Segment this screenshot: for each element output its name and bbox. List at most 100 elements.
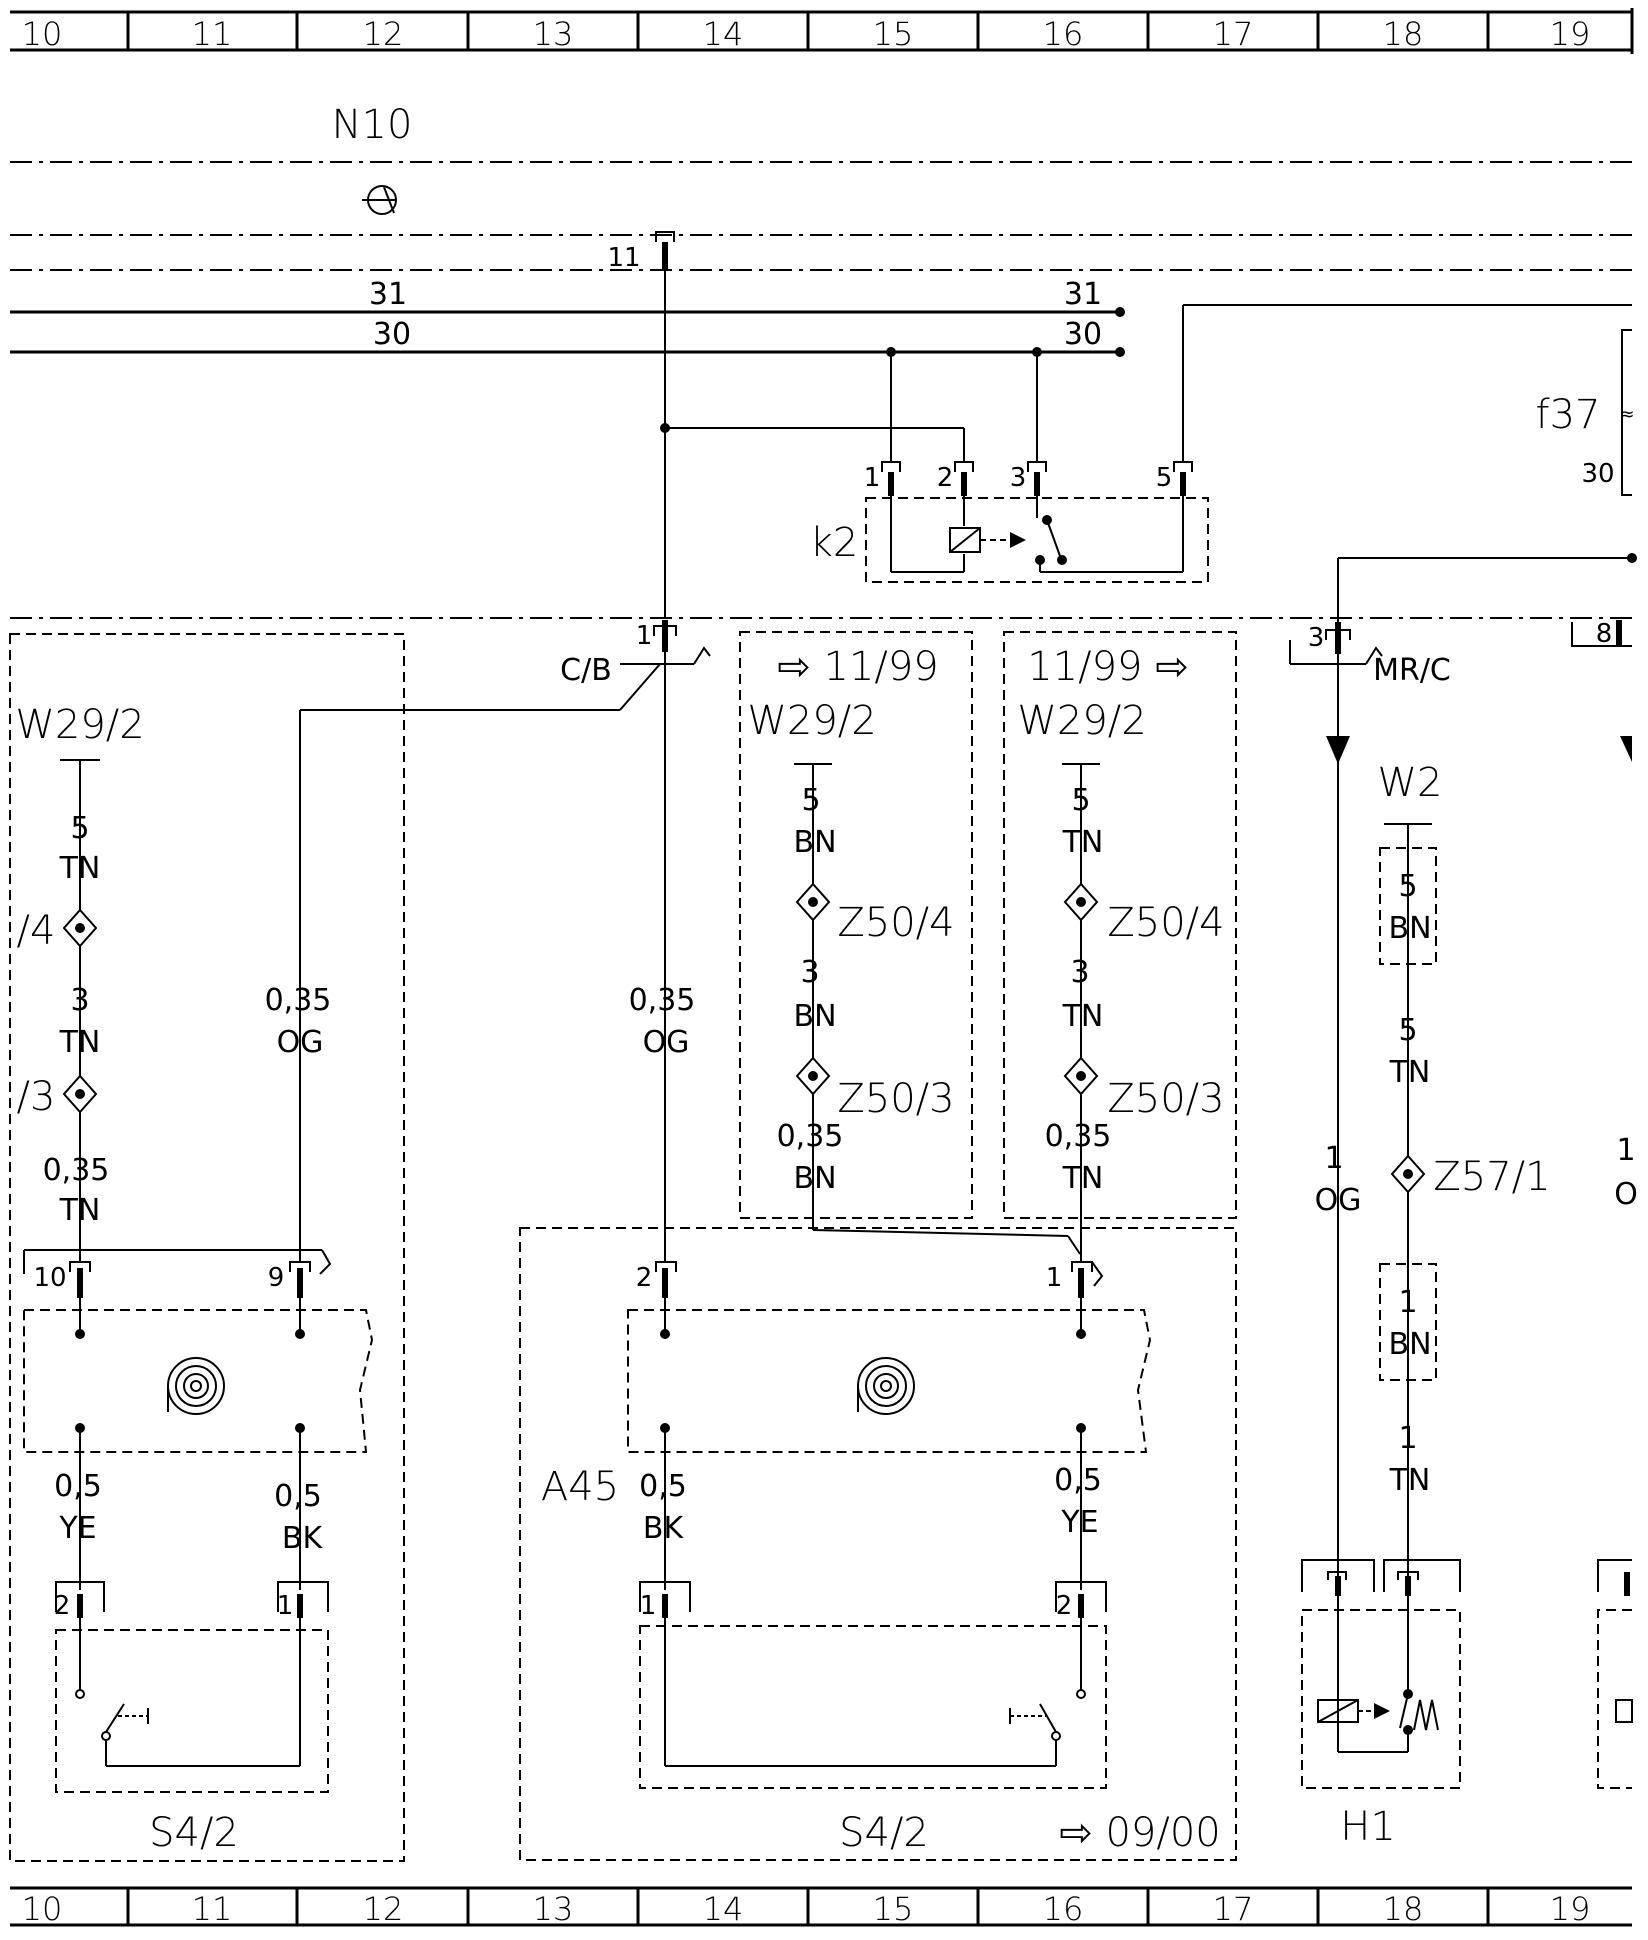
- box-after-splice-1-label: Z50/4: [1107, 900, 1224, 946]
- box-after-splice-2-icon: [1063, 1056, 1099, 1096]
- box-after-color-mid: TN: [1062, 999, 1104, 1034]
- box-before-color-top: BN: [793, 825, 836, 860]
- h1-label: H1: [1340, 1804, 1396, 1850]
- ruler-col-11: 11: [192, 15, 233, 53]
- a45-pin-2-label: 2: [636, 1263, 653, 1293]
- left-out2-color: BK: [282, 1521, 324, 1556]
- ruler-bottom-col-12: 12: [363, 1890, 404, 1928]
- left-sw-pin-a: 2: [54, 1591, 71, 1621]
- box-before-pin-mid: 3: [800, 955, 819, 990]
- h1-wire1-size: 1: [1324, 1141, 1343, 1176]
- box-before-color-mid: BN: [793, 999, 836, 1034]
- left-pin-10-connector: [69, 1261, 91, 1298]
- w2-label: W2: [1378, 760, 1443, 806]
- ruler-bottom-col-17: 17: [1213, 1890, 1254, 1928]
- left-pin-9-connector: [289, 1261, 311, 1298]
- ruler-bottom-col-16: 16: [1043, 1890, 1084, 1928]
- w2-tn1-color: TN: [1389, 1463, 1431, 1498]
- edge-wire-color: O: [1614, 1177, 1638, 1212]
- n10-label: N10: [332, 102, 413, 148]
- ruler-col-17: 17: [1213, 15, 1254, 53]
- left-s4-2-label: S4/2: [149, 1810, 239, 1856]
- a45-pin-2-connector: [655, 1261, 677, 1298]
- edge-partial-component: [1597, 1559, 1633, 1789]
- left-pin-10-label: 10: [33, 1263, 66, 1293]
- ruler-bottom-col-10: 10: [22, 1890, 63, 1928]
- h1-wire1-color: OG: [1315, 1183, 1362, 1218]
- a45-boundary: [519, 1227, 1237, 1861]
- center-wire-color: OG: [643, 1025, 690, 1060]
- box-before-1199: [739, 631, 973, 1219]
- a45-sw-pin-b: 2: [1056, 1591, 1073, 1621]
- ruler-bottom-col-11: 11: [192, 1890, 233, 1928]
- box-0900-label: ⇨ 09/00: [1059, 1810, 1221, 1856]
- ruler-col-13: 13: [533, 15, 574, 53]
- a45-pin-1-label: 1: [1046, 1263, 1063, 1293]
- bus-31-label-right: 31: [1064, 277, 1102, 312]
- box-after-1199-label: 11/99 ⇨: [1027, 644, 1189, 690]
- edge-arrow-icon: [1620, 736, 1632, 762]
- w2-bn5-box: [1379, 847, 1437, 965]
- box-before-size: 0,35: [777, 1119, 844, 1154]
- left-color-top: TN: [59, 851, 101, 886]
- f37-label: f37: [1536, 392, 1601, 438]
- bus-31-end-dot: [1115, 307, 1125, 317]
- box-after-pin-mid: 3: [1070, 955, 1089, 990]
- box-before-pin-top: 5: [801, 783, 820, 818]
- edge-pin-8-label: 8: [1596, 619, 1613, 649]
- w2-bn1-color: BN: [1388, 1327, 1431, 1362]
- box-before-w29-label: W29/2: [747, 698, 876, 744]
- box-after-1199: [1003, 631, 1237, 1219]
- ruler-bottom-col-18: 18: [1383, 1890, 1424, 1928]
- left-out1-size: 0,5: [54, 1469, 102, 1504]
- n10-pin-11-label: 11: [607, 243, 640, 273]
- left-harness-boundary: [9, 633, 405, 1862]
- left-out2-size: 0,5: [274, 1479, 322, 1514]
- box-before-splice-1-icon: [795, 882, 831, 922]
- svg-text:≈: ≈: [1619, 404, 1634, 425]
- ruler-col-14: 14: [703, 15, 744, 53]
- h1-horn: [1301, 1559, 1461, 1789]
- a45-out1-size: 0,5: [639, 1469, 687, 1504]
- right-s4-2-switch: [639, 1581, 1107, 1789]
- k2-pin-2-label: 2: [937, 463, 954, 493]
- left-splice-2-icon: [62, 1074, 98, 1114]
- box-before-color-bottom: BN: [793, 1161, 836, 1196]
- edge-pin-8-connector: [1571, 620, 1632, 647]
- bottom-ruler: 10 11 12 13 14 15 16 17 18 19: [10, 1886, 1632, 1928]
- bus-30-label-left: 30: [373, 317, 411, 352]
- cb-connector: [620, 620, 711, 665]
- n10-symbol-icon: [362, 185, 397, 215]
- mrc-pin-label: 3: [1308, 623, 1325, 653]
- w2-tn1-pin: 1: [1398, 1421, 1417, 1456]
- k2-label: k2: [810, 520, 859, 566]
- ruler-col-18: 18: [1383, 15, 1424, 53]
- ruler-bottom-col-15: 15: [873, 1890, 914, 1928]
- n10-pin-11-connector: [655, 231, 675, 270]
- w2-splice-label: Z57/1: [1433, 1154, 1550, 1200]
- a45-label: A45: [541, 1464, 619, 1510]
- w2-tn5-color: TN: [1389, 1055, 1431, 1090]
- left-wire2-color: OG: [277, 1025, 324, 1060]
- bus-30-end-dot: [1115, 347, 1125, 357]
- left-sw-pin-b: 1: [277, 1591, 294, 1621]
- center-wire-size: 0,35: [629, 983, 696, 1018]
- box-before-1199-label: ⇨ 11/99: [777, 644, 939, 690]
- left-wire2-size: 0,35: [265, 983, 332, 1018]
- box-before-splice-1-label: Z50/4: [837, 900, 954, 946]
- box-after-w29-label: W29/2: [1017, 698, 1146, 744]
- f37-pin-30-label: 30: [1581, 459, 1614, 489]
- box-after-color-bottom: TN: [1062, 1161, 1104, 1196]
- left-pin-9-label: 9: [268, 1263, 285, 1293]
- a45-pin-1-connector: [1071, 1261, 1104, 1298]
- w2-splice-icon: [1390, 1154, 1426, 1194]
- a45-out1-color: BK: [643, 1511, 685, 1546]
- k2-pin-5-label: 5: [1156, 463, 1173, 493]
- w2-bn1-pin: 1: [1398, 1285, 1417, 1320]
- a45-clockspring-spiral-icon: [857, 1357, 915, 1415]
- box-after-color-top: TN: [1062, 825, 1104, 860]
- left-s4-2-switch: [55, 1581, 329, 1793]
- ruler-col-19: 19: [1550, 15, 1591, 53]
- w2-bn5-pin: 5: [1398, 869, 1417, 904]
